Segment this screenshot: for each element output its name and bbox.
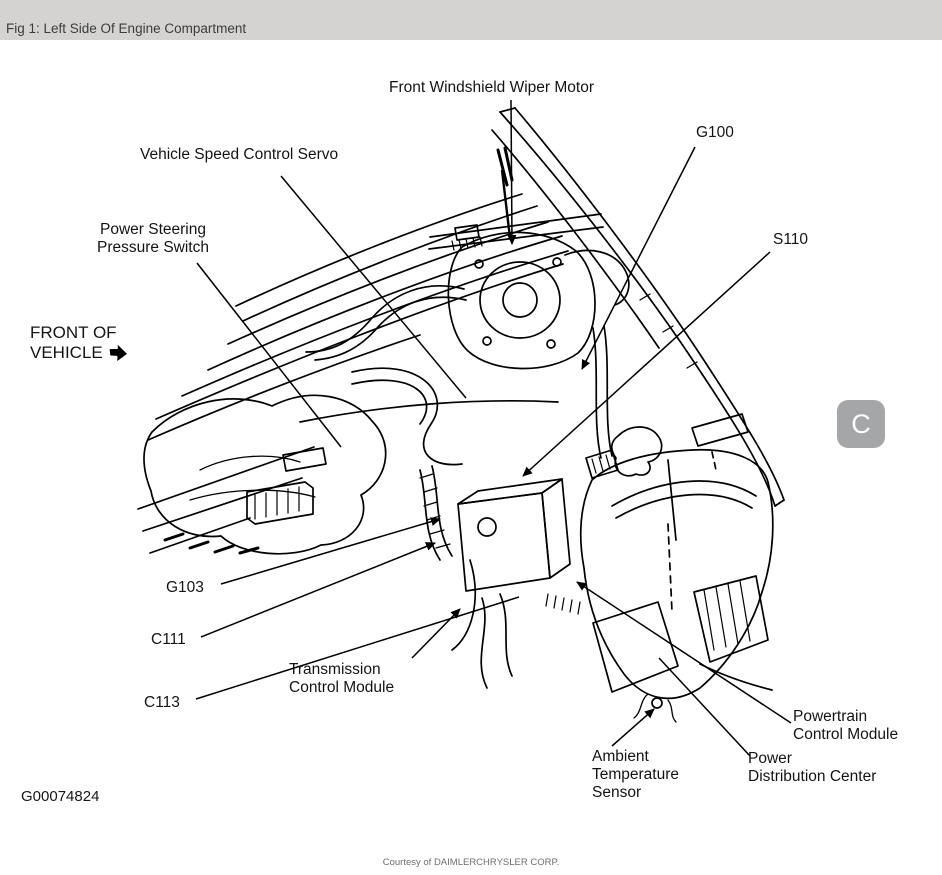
c-overlay-button[interactable]: C	[837, 400, 885, 448]
callout-g103: G103	[166, 579, 204, 596]
front-direction-arrow-icon	[109, 344, 127, 361]
callout-c111: C111	[151, 631, 186, 648]
callout-c113: C113	[144, 694, 180, 711]
figure-title: Fig 1: Left Side Of Engine Compartment	[6, 21, 247, 36]
front-of-vehicle-label: FRONT OF VEHICLE	[30, 323, 128, 363]
callout-vehicle-speed-control-servo: Vehicle Speed Control Servo	[140, 146, 339, 163]
callout-ambient-temperature-sensor: Ambient Temperature Sensor	[592, 748, 680, 801]
callout-power-distribution-center: Power Distribution Center	[748, 750, 877, 785]
figure-credit: Courtesy of DAIMLERCHRYSLER CORP.	[382, 857, 560, 868]
callout-s110: S110	[773, 231, 809, 248]
callout-g100: G100	[696, 124, 734, 141]
figure-titlebar: Fig 1: Left Side Of Engine Compartment	[0, 0, 942, 40]
figure-id: G00074824	[21, 788, 100, 805]
callout-powertrain-control-module: Powertrain Control Module	[793, 708, 899, 743]
callout-front-windshield-wiper-motor: Front Windshield Wiper Motor	[389, 79, 595, 96]
callout-transmission-control-module: Transmission Control Module	[289, 661, 395, 696]
callout-power-steering-pressure-switch: Power Steering Pressure Switch	[97, 221, 209, 256]
